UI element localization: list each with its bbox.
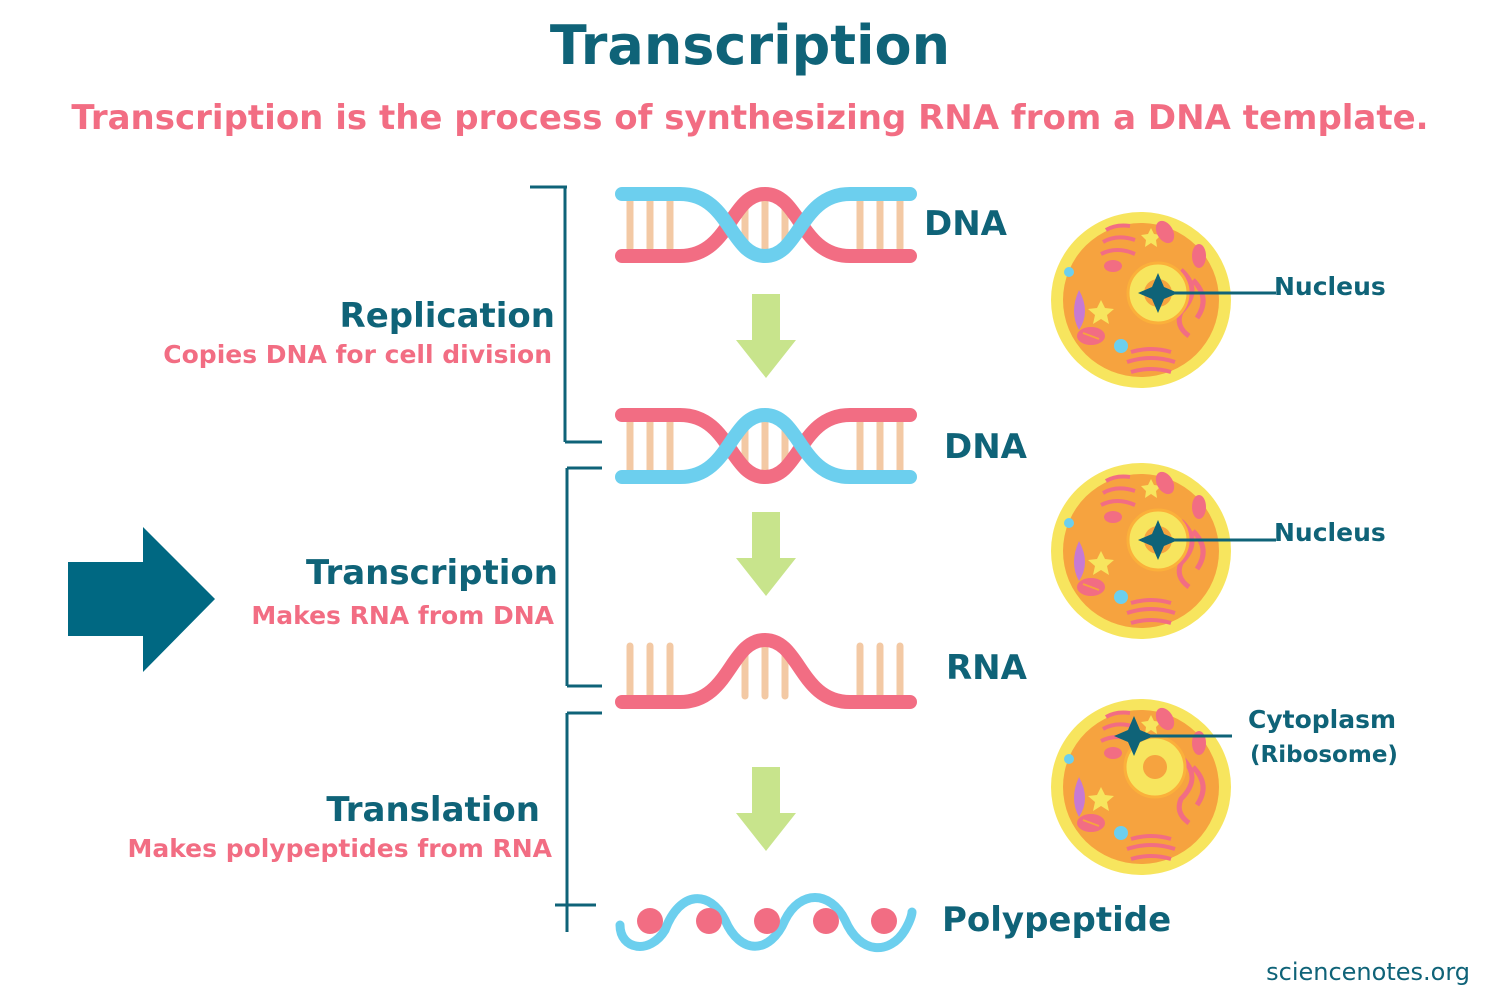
location-marker-icon (1138, 273, 1178, 313)
source-credit: sciencenotes.org (1266, 958, 1470, 986)
molecule-label-dna: DNA (924, 204, 1007, 244)
cell-icon (1051, 463, 1276, 639)
cell-sublabel-ribosome: (Ribosome) (1250, 742, 1398, 768)
process-name-transcription: Transcription (306, 553, 558, 593)
transcription-highlight-arrow (68, 527, 215, 672)
cell-icon (1051, 699, 1232, 875)
dna-double-helix-icon (615, 407, 917, 485)
rna-single-strand-icon (615, 632, 917, 709)
polypeptide-chain-icon (615, 893, 917, 952)
replication-bracket (530, 185, 602, 444)
molecule-label-polypeptide: Polypeptide (942, 900, 1172, 940)
down-arrow-icon (736, 512, 796, 596)
process-name-translation: Translation (326, 790, 540, 830)
process-desc-replication: Copies DNA for cell division (163, 340, 552, 369)
process-name-replication: Replication (339, 296, 555, 336)
dna-double-helix-icon (615, 186, 917, 264)
molecule-label-rna: RNA (946, 648, 1027, 688)
molecule-label-dna: DNA (944, 427, 1027, 467)
process-desc-transcription: Makes RNA from DNA (251, 601, 554, 630)
page-title: Transcription (549, 14, 951, 77)
down-arrow-icon (736, 294, 796, 378)
cell-label-nucleus: Nucleus (1274, 518, 1386, 547)
translation-bracket (555, 711, 602, 932)
down-arrow-icon (736, 767, 796, 851)
location-marker-icon (1114, 716, 1154, 756)
cell-label-nucleus: Nucleus (1274, 272, 1386, 301)
transcription-bracket (565, 466, 602, 688)
cell-icon (1051, 212, 1276, 388)
process-desc-translation: Makes polypeptides from RNA (127, 834, 552, 863)
cell-label-cytoplasm: Cytoplasm (1248, 705, 1397, 734)
location-marker-icon (1138, 520, 1178, 560)
page-subtitle: Transcription is the process of synthesi… (71, 98, 1429, 138)
